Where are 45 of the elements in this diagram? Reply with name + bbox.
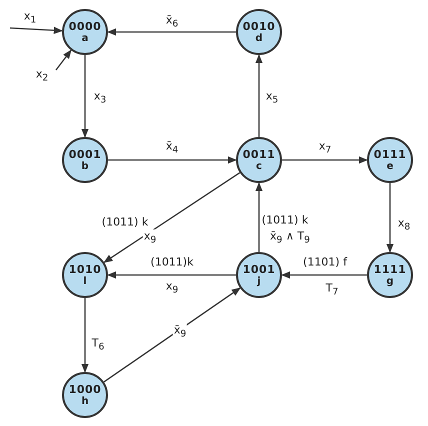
state-code: 0010 <box>242 20 276 32</box>
state-circle <box>236 9 282 55</box>
state-circle <box>367 252 413 298</box>
state-letter: g <box>386 276 394 286</box>
state-circle <box>236 252 282 298</box>
state-letter: c <box>256 160 262 172</box>
transition-arrow <box>282 156 368 164</box>
state-circle <box>62 9 108 55</box>
state-code: 1111 <box>374 264 406 276</box>
transition-arrow <box>255 54 263 137</box>
edge-label: (1011) k <box>100 216 150 228</box>
state-code: 1010 <box>68 264 102 276</box>
state-letter: l <box>83 276 87 286</box>
state-code: 1001 <box>242 264 276 276</box>
state-circle <box>236 137 282 183</box>
transition-arrow <box>81 298 89 373</box>
transition-arrow <box>104 288 241 382</box>
state-letter: a <box>82 32 88 44</box>
transition-arrow <box>10 26 63 34</box>
transition-arrow <box>107 271 236 279</box>
state-code: 1000 <box>68 384 102 396</box>
transition-arrow <box>386 183 394 253</box>
transition-arrow <box>81 55 89 138</box>
edge-label: (1101) f <box>302 256 348 268</box>
transition-arrow <box>103 172 240 263</box>
transition-arrow <box>255 182 263 252</box>
state-circle <box>62 372 108 418</box>
state-code: 0001 <box>68 148 102 160</box>
state-circle <box>367 137 413 183</box>
edge-label: (1011) k <box>260 214 310 226</box>
state-circle <box>62 252 108 298</box>
state-code: 0111 <box>374 148 406 160</box>
state-letter: d <box>255 32 263 44</box>
edge-label: (1011)k <box>150 256 194 268</box>
state-code: 0000 <box>68 20 102 32</box>
transition-arrow <box>107 28 236 36</box>
state-letter: e <box>386 160 394 172</box>
state-circle <box>62 137 108 183</box>
state-letter: h <box>81 396 89 406</box>
state-letter: j <box>257 276 261 286</box>
state-code: 0011 <box>242 148 276 160</box>
transition-arrow <box>281 271 367 279</box>
state-letter: b <box>81 160 89 172</box>
transition-arrow <box>108 156 237 164</box>
transition-arrow <box>55 50 72 70</box>
